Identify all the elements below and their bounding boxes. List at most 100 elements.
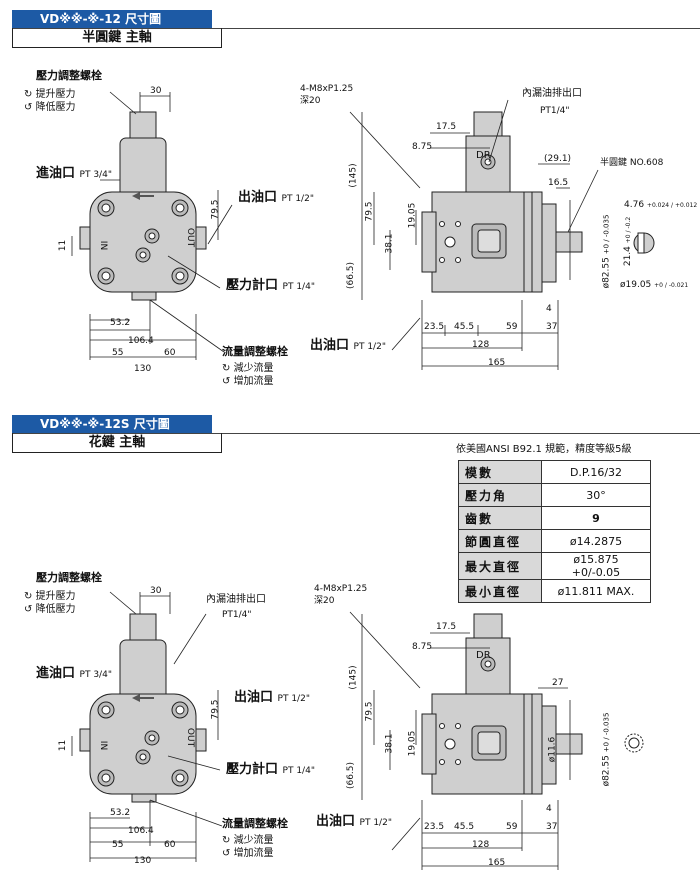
s1-d106-4: 106.4 xyxy=(128,336,154,346)
s2-d145: (145) xyxy=(348,665,359,690)
s2-gauge-text: 壓力計口 xyxy=(226,762,279,777)
s2-d82-55-text: ø82.55 xyxy=(601,755,612,787)
s1-d82-55: ø82.55 +0 / -0.035 xyxy=(601,215,612,289)
s2-d53-2: 53.2 xyxy=(110,808,131,818)
s2-tap: 4-M8xP1.25 xyxy=(314,584,368,594)
s2-flow-up-text: 增加流量 xyxy=(233,848,274,859)
s1-out: OUT xyxy=(185,227,196,248)
s2-inlet-label: 進油口 PT 3/4" xyxy=(36,666,112,681)
s1-flow-down-text: 減少流量 xyxy=(233,363,274,374)
spec-value: D.P.16/32 xyxy=(541,460,651,484)
s1-d11: 11 xyxy=(58,239,69,252)
section1-title: VD※※-※-12 尺寸圖 xyxy=(12,10,212,28)
s1-d66-5: (66.5) xyxy=(346,261,357,290)
s1-d79-5b: 79.5 xyxy=(364,201,375,222)
section2-subtitle: 花鍵 主軸 xyxy=(12,433,222,453)
s2-d4: 4 xyxy=(546,804,552,814)
spec-value: 9 xyxy=(541,506,651,530)
s1-flow-up: ↺ 增加流量 xyxy=(222,376,274,387)
s2-d130: 130 xyxy=(134,856,152,866)
s2-d11: 11 xyxy=(58,739,69,752)
s1-inlet-label: 進油口 PT 3/4" xyxy=(36,167,112,181)
s2-d165: 165 xyxy=(488,858,506,868)
s2-d60: 60 xyxy=(164,840,176,850)
spec-key: 齒數 xyxy=(458,506,542,530)
s2-pressure-down: ↺ 降低壓力 xyxy=(24,604,76,615)
s1-outlet-label: 出油口 PT 1/2" xyxy=(238,190,314,205)
s1-d21-4-text: 21.4 xyxy=(623,246,634,267)
s1-pressure-screw-label: 壓力調整螺栓 xyxy=(36,69,102,82)
s1-tap-depth: 深20 xyxy=(300,96,321,106)
s1-gauge-label: 壓力計口 PT 1/4" xyxy=(226,278,315,293)
s2-pressure-screw-label: 壓力調整螺栓 xyxy=(36,571,102,584)
s1-d23-5: 23.5 xyxy=(424,322,445,332)
s1-d4-76-tol: +0.024 / +0.012 xyxy=(646,202,698,209)
s1-d79-5: 79.5 xyxy=(210,199,221,220)
s1-gauge-text: 壓力計口 xyxy=(226,278,279,293)
s1-d60: 60 xyxy=(164,348,176,358)
s2-d45-5: 45.5 xyxy=(454,822,475,832)
s2-outlet-size: PT 1/2" xyxy=(277,694,310,704)
s2-outlet-side-size: PT 1/2" xyxy=(359,818,392,828)
s1-pressure-up-text: 提升壓力 xyxy=(35,89,76,100)
s1-outlet-size: PT 1/2" xyxy=(281,194,314,204)
spec-value: ø14.2875 xyxy=(541,529,651,553)
s2-out: OUT xyxy=(185,727,196,748)
section1-subtitle: 半圓鍵 主軸 xyxy=(12,28,222,48)
s2-d19-05: 19.05 xyxy=(407,730,418,757)
section2-title: VD※※-※-12S 尺寸圖 xyxy=(12,415,212,433)
s2-d27: 27 xyxy=(552,678,564,688)
spec-value: ø11.811 MAX. xyxy=(541,579,651,603)
s1-d37: 37 xyxy=(546,322,558,332)
s1-d19-05: 19.05 xyxy=(407,202,418,229)
s1-d53-2: 53.2 xyxy=(110,318,131,328)
s2-d23-5: 23.5 xyxy=(424,822,445,832)
s2-pressure-up: ↻ 提升壓力 xyxy=(24,591,76,602)
s1-tap: 4-M8xP1.25 xyxy=(300,84,354,94)
s2-dr: DR xyxy=(476,650,491,661)
spec-key: 最小直徑 xyxy=(458,579,542,603)
s1-outlet-text: 出油口 xyxy=(238,190,278,205)
s1-pressure-down-text: 降低壓力 xyxy=(35,102,76,113)
s2-tap-depth: 深20 xyxy=(314,596,335,606)
s1-d29-1: (29.1) xyxy=(544,154,572,164)
s1-d30: 30 xyxy=(150,86,162,96)
s1-flow-screw-label: 流量調整螺栓 xyxy=(222,345,288,358)
s1-d130: 130 xyxy=(134,364,152,374)
s1-flow-up-text: 增加流量 xyxy=(233,376,274,387)
s2-gauge-label: 壓力計口 PT 1/4" xyxy=(226,762,315,777)
s2-d82-55: ø82.55 +0 / -0.035 xyxy=(601,713,612,787)
spec-key: 模數 xyxy=(458,460,542,484)
s1-d55: 55 xyxy=(112,348,124,358)
s2-d79-5: 79.5 xyxy=(210,699,221,720)
s1-drain: 內漏油排出口 xyxy=(522,88,582,99)
s2-flow-legend: ↻ 減少流量 ↺ 增加流量 xyxy=(222,834,274,860)
spec-key: 最大直徑 xyxy=(458,552,542,580)
section2-rule xyxy=(12,433,700,434)
s1-d165: 165 xyxy=(488,358,506,368)
s1-d38-1: 38.1 xyxy=(384,233,395,254)
s2-flow-up: ↺ 增加流量 xyxy=(222,848,274,859)
s1-tol-shaft: +0 / -0.021 xyxy=(654,282,689,289)
s2-d17-5: 17.5 xyxy=(436,622,457,632)
s1-d19-05-shaft-text: ø19.05 xyxy=(620,280,652,290)
spec-key: 壓力角 xyxy=(458,483,542,507)
s2-d59: 59 xyxy=(506,822,518,832)
s2-d8-75: 8.75 xyxy=(412,642,433,652)
s1-inlet-size: PT 3/4" xyxy=(79,170,112,180)
s2-d38-1: 38.1 xyxy=(384,733,395,754)
s1-d4-76: 4.76 +0.024 / +0.012 xyxy=(624,200,697,211)
s2-inlet-text: 進油口 xyxy=(36,666,76,681)
s1-in: IN xyxy=(98,240,109,251)
s1-d21-4: 21.4 +0 / -0.2 xyxy=(623,217,634,266)
s1-d4-76-text: 4.76 xyxy=(624,200,645,210)
s2-outlet-side-text: 出油口 xyxy=(316,814,356,829)
s1-d59: 59 xyxy=(506,322,518,332)
s2-d37: 37 xyxy=(546,822,558,832)
